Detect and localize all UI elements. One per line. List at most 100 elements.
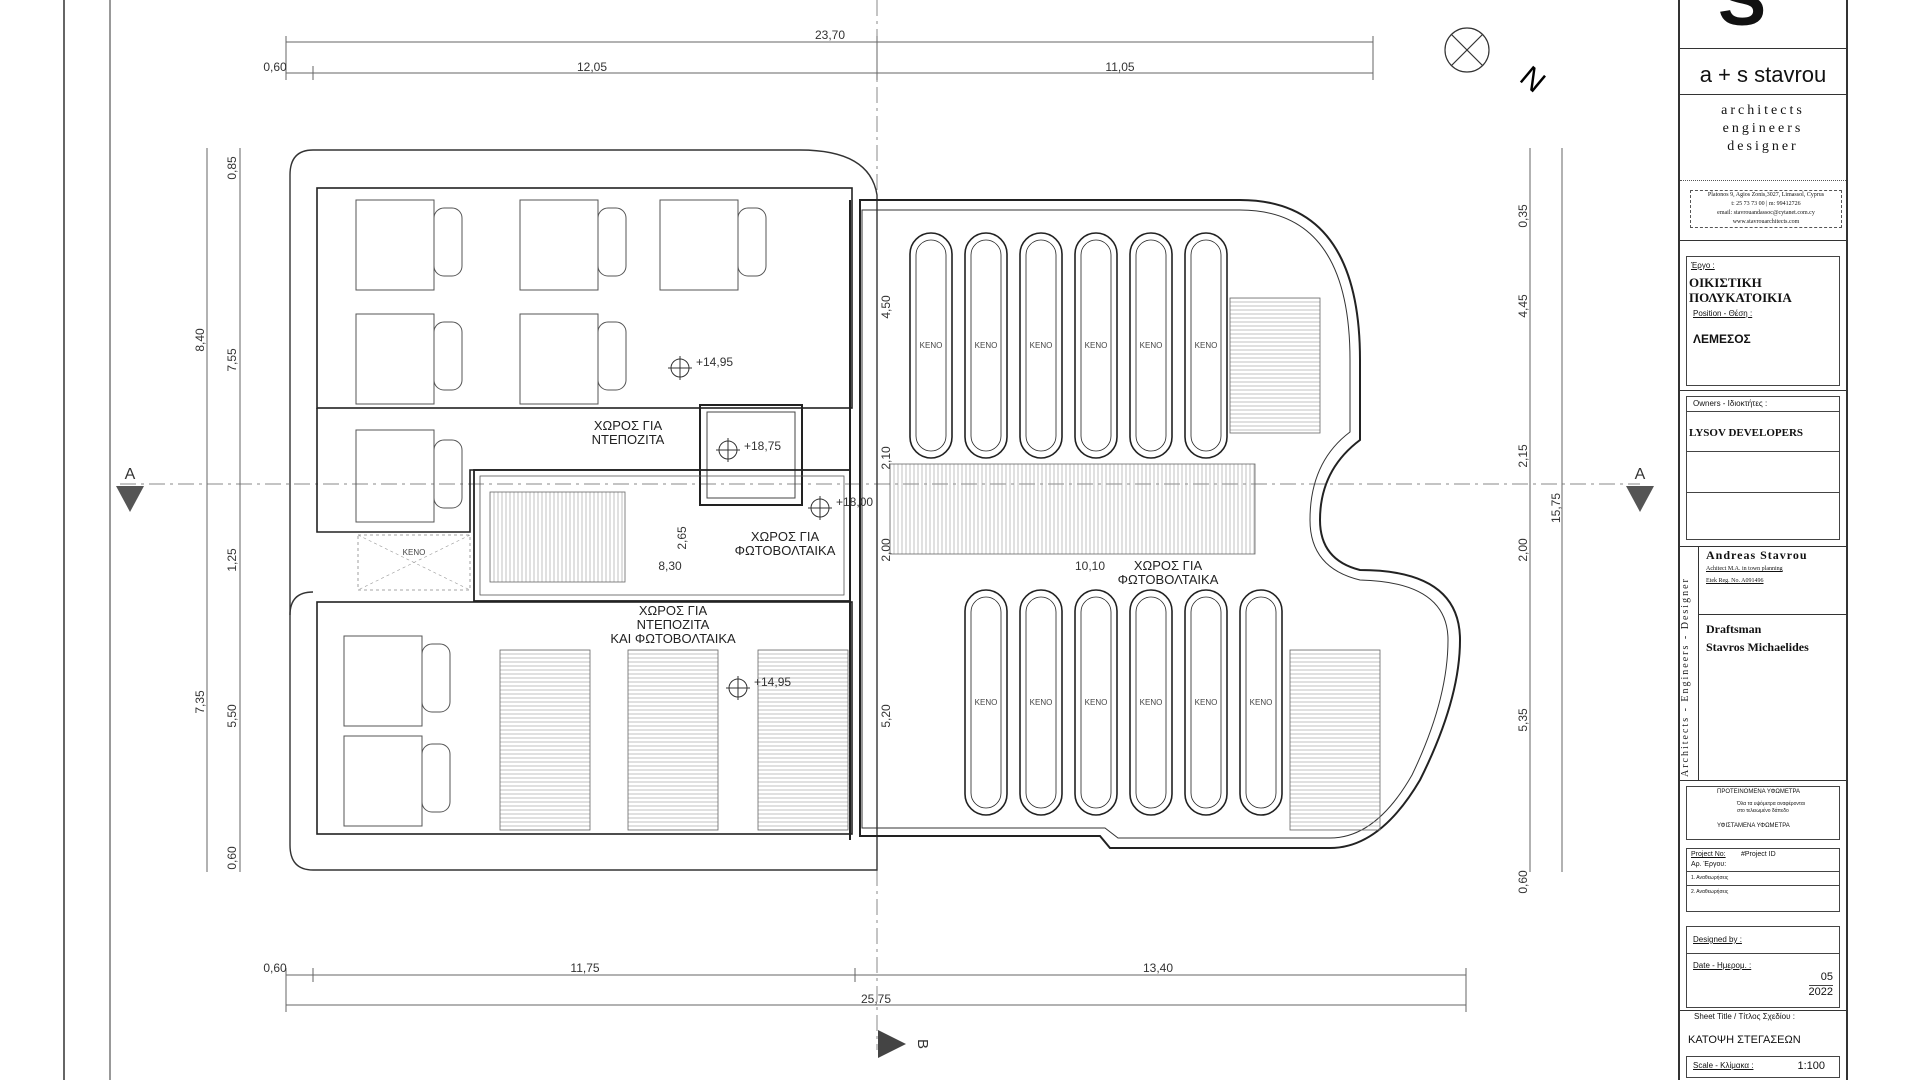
svg-text:ΚΕΝΟ: ΚΕΝΟ (1195, 341, 1218, 350)
zone-pv-center (473, 469, 851, 602)
north-arrow (1444, 27, 1490, 73)
dim-internal-830: 8,30 (658, 559, 682, 573)
dim-left-inner-4: 0,60 (225, 846, 239, 870)
section-label-right: A (1635, 466, 1646, 483)
dim-bottom-overall: 25,75 (861, 992, 891, 1006)
scale-box: Scale - Κλίμακα : 1:100 (1686, 1056, 1840, 1078)
firm-logo: S (1718, 0, 1767, 41)
label-pv-center-2: ΦΩΤΟΒΟΛΤΑΙΚΑ (735, 543, 836, 558)
project-position: ΛΕΜΕΣΟΣ (1693, 332, 1751, 346)
section-label-b: B (914, 1039, 931, 1049)
svg-text:ΚΕΝΟ: ΚΕΝΟ (1250, 698, 1273, 707)
label-mixed-2: ΝΤΕΠΟΖΙΤΑ (637, 617, 710, 632)
dimension-right (1529, 148, 1563, 872)
architect-name: Andreas Stavrou (1706, 548, 1808, 562)
void-labels-collectors: ΚΕΝΟ ΚΕΝΟ ΚΕΝΟ ΚΕΝΟ ΚΕΝΟ ΚΕΝΟ ΚΕΝΟ ΚΕΝΟ … (920, 341, 1273, 707)
svg-text:ΚΕΝΟ: ΚΕΝΟ (1140, 698, 1163, 707)
dim-right-inner-1: 0,35 (1516, 204, 1530, 228)
svg-text:ΚΕΝΟ: ΚΕΝΟ (975, 698, 998, 707)
roof-outline-left (289, 149, 878, 871)
project-id: #Project ID (1741, 851, 1776, 858)
zone-water-heaters (316, 187, 853, 409)
pv-panels-lower (499, 649, 849, 831)
dim-right-inner-2: 4,45 (1516, 294, 1530, 318)
section-marker-left (116, 486, 144, 512)
firm-address: Platonos 9, Agios Zonis,3027, Limassol, … (1690, 190, 1842, 228)
date-box: Designed by : Date - Ημερομ. : 05 2022 (1686, 926, 1840, 1008)
level-4: +14,95 (754, 675, 791, 689)
owners-box: Owners - Ιδιοκτήτες : LYSOV DEVELOPERS (1686, 396, 1840, 540)
void-label: ΚΕΝΟ (403, 548, 426, 557)
dim-bottom-right-part: 13,40 (1143, 961, 1173, 975)
stair-box (699, 404, 803, 506)
project-name-1: ΟΙΚΙΣΤΙΚΗ (1689, 275, 1762, 290)
svg-text:ΚΕΝΟ: ΚΕΝΟ (920, 341, 943, 350)
dim-bottom-left-part: 11,75 (570, 961, 599, 975)
dim-top-right-part: 11,05 (1105, 60, 1134, 74)
level-marker (668, 356, 832, 700)
pv-panels-center (489, 491, 626, 583)
label-pv-right-2: ΦΩΤΟΒΟΛΤΑΙΚΑ (1118, 572, 1219, 587)
solar-collectors-lower (964, 589, 1283, 816)
dim-right-inner-6: 0,60 (1516, 870, 1530, 894)
label-water-heaters-2: ΝΤΕΠΟΖΙΤΑ (592, 432, 665, 447)
dimension-left (206, 148, 241, 872)
dim-left-inner-2: 7,55 (225, 348, 239, 372)
owners-name: LYSOV DEVELOPERS (1689, 427, 1804, 439)
dim-right-outer: 15,75 (1549, 493, 1563, 523)
draftsman-label: Draftsman (1706, 622, 1762, 636)
section-label-left: A (125, 466, 136, 483)
dim-right-inner-5: 5,35 (1516, 708, 1530, 732)
svg-text:ΚΕΝΟ: ΚΕΝΟ (1140, 341, 1163, 350)
svg-text:ΚΕΝΟ: ΚΕΝΟ (975, 341, 998, 350)
dim-left-outer-3: 7,35 (193, 690, 207, 714)
dim-bottom-left-offset: 0,60 (263, 961, 287, 975)
label-pv-center-1: ΧΩΡΟΣ ΓΙΑ (751, 529, 820, 544)
label-mixed-3: ΚΑΙ ΦΩΤΟΒΟΛΤΑΙΚΑ (610, 631, 736, 646)
north-label: N (1514, 60, 1552, 99)
label-pv-right-1: ΧΩΡΟΣ ΓΙΑ (1134, 558, 1203, 573)
svg-text:ΚΕΝΟ: ΚΕΝΟ (1030, 341, 1053, 350)
dim-left-outer-2: 1,25 (225, 548, 239, 572)
level-2: +18,75 (744, 439, 781, 453)
project-name-2: ΠΟΛΥΚΑΤΟΙΚΙΑ (1689, 290, 1792, 305)
dim-center-4: 5,20 (879, 704, 893, 728)
dim-right-inner-4: 2,00 (1516, 538, 1530, 562)
dimension-top (285, 36, 1374, 80)
pv-panels-right-strip (889, 463, 1256, 555)
zone-mixed (316, 601, 853, 835)
svg-text:ΚΕΝΟ: ΚΕΝΟ (1195, 698, 1218, 707)
pv-panels-right-upper (1229, 297, 1321, 434)
label-mixed-1: ΧΩΡΟΣ ΓΙΑ (639, 603, 708, 618)
dim-internal-265: 2,65 (675, 526, 689, 550)
draftsman-name: Stavros Michaelides (1706, 640, 1809, 654)
dim-internal-1010: 10,10 (1075, 559, 1105, 573)
dim-center-2: 2,10 (879, 446, 893, 470)
label-water-heaters-1: ΧΩΡΟΣ ΓΙΑ (594, 418, 663, 433)
solar-collectors-upper (909, 232, 1228, 459)
scale-value: 1:100 (1797, 1060, 1825, 1072)
svg-text:ΚΕΝΟ: ΚΕΝΟ (1085, 341, 1108, 350)
dim-center-3: 2,00 (879, 538, 893, 562)
legend-box: ΠΡΟΤΕΙΝΟΜΕΝΑ ΥΦΩΜΕΤΡΑ Όλα τα υψόμετρα αν… (1686, 786, 1840, 840)
roof-outline-right (859, 199, 1462, 849)
dim-left-inner-1: 0,85 (225, 156, 239, 180)
water-heater-units (343, 199, 767, 827)
level-1: +14,95 (696, 355, 733, 369)
svg-text:ΚΕΝΟ: ΚΕΝΟ (1030, 698, 1053, 707)
vertical-label: Architects - Engineers - Designer (1680, 577, 1691, 777)
pv-panels-right-lower (1289, 649, 1381, 831)
sheet-title: ΚΑΤΟΨΗ ΣΤΕΓΑΣΕΩΝ (1688, 1034, 1801, 1046)
project-box: Έργο : ΟΙΚΙΣΤΙΚΗ ΠΟΛΥΚΑΤΟΙΚΙΑ Position -… (1686, 256, 1840, 386)
dim-left-inner-3: 5,50 (225, 704, 239, 728)
date-month: 05 (1820, 971, 1833, 983)
firm-name: a + s stavrou (1699, 62, 1827, 87)
void-area (357, 534, 471, 591)
section-marker-right (1626, 486, 1654, 512)
date-year: 2022 (1808, 985, 1833, 998)
dim-left-outer-1: 8,40 (193, 328, 207, 352)
dim-top-left-part: 12,05 (577, 60, 607, 74)
section-marker-b (878, 1030, 906, 1058)
